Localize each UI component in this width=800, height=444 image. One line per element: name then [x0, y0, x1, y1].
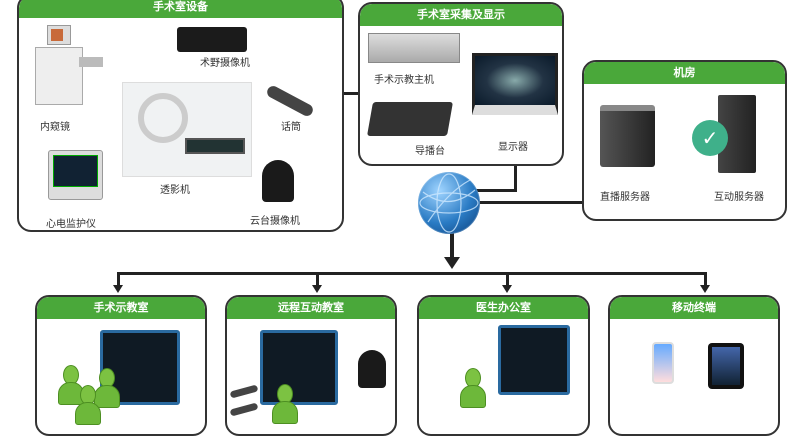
endoscope-image [35, 25, 103, 110]
server-room-panel: 机房 [582, 60, 787, 221]
connector-line [450, 230, 454, 258]
device-label: 心电监护仪 [46, 219, 96, 230]
ecg-monitor-image [48, 150, 103, 200]
device-label: 直播服务器 [600, 192, 650, 203]
connector-line [704, 272, 707, 286]
device-label: 互动服务器 [714, 192, 764, 203]
panel-title: 机房 [584, 62, 785, 84]
arrow-down-icon [502, 285, 512, 293]
monitor-image [498, 325, 570, 395]
monitor-image [100, 330, 180, 405]
arrow-down-icon [444, 257, 460, 269]
connector-line [514, 165, 517, 192]
panel-title: 移动终端 [610, 297, 778, 319]
device-label: 导播台 [415, 146, 445, 157]
arrow-down-icon [113, 285, 123, 293]
panel-title: 医生办公室 [419, 297, 588, 319]
arrow-down-icon [312, 285, 322, 293]
device-label: 云台摄像机 [250, 216, 300, 227]
user-icon [460, 368, 486, 408]
panel-title: 手术室采集及显示 [360, 4, 562, 26]
field-camera-image [177, 27, 247, 52]
live-server-image [600, 105, 655, 167]
monitor-image [260, 330, 338, 405]
device-label: 内窥镜 [40, 122, 70, 133]
user-icon [272, 384, 298, 424]
tablet-image [708, 343, 744, 389]
terminal-panel-mobile: 移动终端 [608, 295, 780, 436]
switcher-console-image [367, 102, 453, 136]
angiography-machine-image [122, 82, 252, 177]
user-icon [58, 365, 84, 405]
user-icon [75, 385, 101, 425]
connector-line [470, 189, 517, 192]
connector-line [316, 272, 319, 286]
ptz-camera-image [358, 350, 386, 388]
device-label: 透影机 [160, 185, 190, 196]
connector-line [470, 201, 582, 204]
check-icon: ✓ [692, 120, 728, 156]
connector-line [343, 92, 359, 95]
connector-line [506, 272, 509, 286]
device-label: 手术示教主机 [374, 75, 434, 86]
panel-title: 手术示教室 [37, 297, 205, 319]
device-label: 显示器 [498, 142, 528, 153]
device-label: 术野摄像机 [200, 58, 250, 69]
panel-title: 远程互动教室 [227, 297, 395, 319]
teaching-host-image [368, 33, 460, 63]
user-icon [94, 368, 120, 408]
arrow-down-icon [700, 285, 710, 293]
connector-line [117, 272, 707, 275]
network-globe-icon [418, 172, 480, 234]
connector-line [117, 272, 120, 286]
ptz-camera-image [262, 160, 294, 202]
phone-image [652, 342, 674, 384]
display-monitor-image [472, 53, 558, 115]
device-label: 话筒 [281, 122, 301, 133]
panel-title: 手术室设备 [19, 0, 342, 18]
